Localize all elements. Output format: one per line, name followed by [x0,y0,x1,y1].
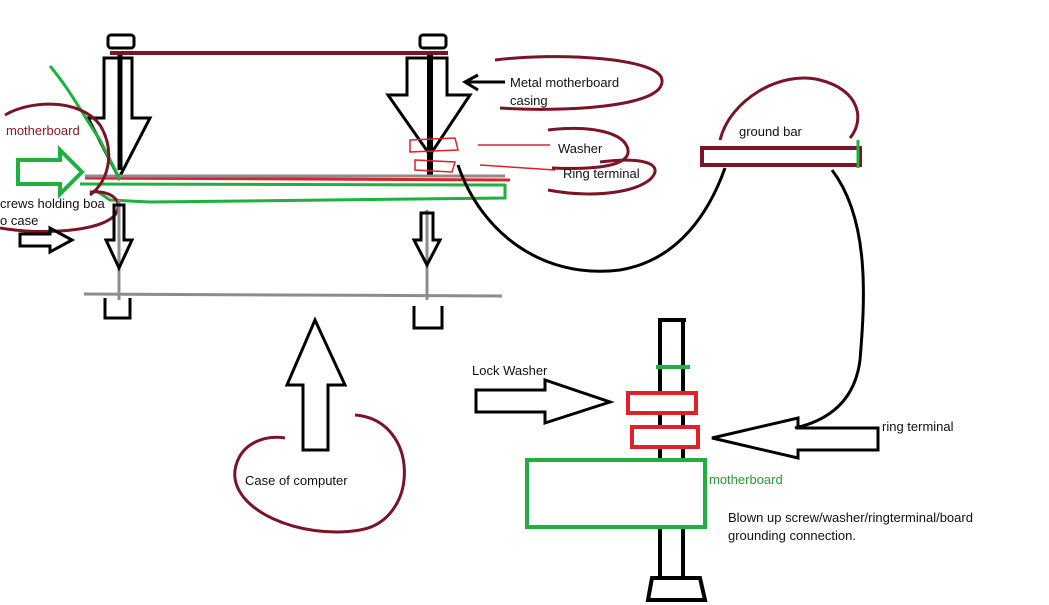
lower-arrow-left [103,203,135,272]
ring-terminal-top-label: Ring terminal [563,166,640,181]
down-arrow-left [85,56,153,182]
screw-head-left [106,33,136,50]
nut-left [103,298,132,320]
ring-pointer [479,164,556,171]
metal-casing-label-line2: casing [510,93,548,108]
ground-bar-bubble [718,76,860,141]
casing-pointer [461,73,505,92]
case-of-computer-label: Case of computer [245,473,348,488]
lock-washer-arrow [474,377,615,426]
motherboard-top-label: motherboard [6,123,80,138]
ring-terminal-part [630,425,700,449]
case-line [83,292,503,298]
down-arrow-right [385,56,473,158]
motherboard-block [525,458,707,529]
motherboard-bubble [4,102,111,197]
washer-scribble [409,137,459,173]
motherboard-arrow [16,145,85,199]
washer-label: Washer [558,141,603,156]
board-line-red [84,176,511,182]
screws-arrow [18,225,76,255]
green-scribble [48,65,122,181]
case-bubble [233,413,406,534]
board-outline-green [79,182,507,204]
blown-nut [645,576,708,602]
ground-wire-top [456,164,727,273]
nut-right [412,306,444,330]
motherboard-bottom-label: motherboard [709,472,783,487]
ground-bar-label: ground bar [739,124,802,139]
case-arrow [284,316,348,452]
blown-up-label-line1: Blown up screw/washer/ringterminal/board [728,510,973,525]
washer-top [626,391,698,415]
screws-label-line1: crews holding boa [0,196,105,211]
ring-bubble [547,158,657,196]
lock-washer-label: Lock Washer [472,363,548,378]
casing-bubble [494,55,664,111]
ground-wire-right [794,169,865,430]
washer-bubble [547,126,630,170]
screw-head-right [418,33,448,50]
screws-label-line2: o case [0,213,39,228]
metal-casing-label-line1: Metal motherboard [510,75,620,90]
ring-terminal-arrow [711,416,880,460]
ground-bar [700,146,862,167]
ring-terminal-bottom-label: ring terminal [882,419,954,434]
screws-bubble [0,190,120,234]
lower-arrow-right [411,211,443,269]
blown-up-label-line2: grounding connection. [728,528,856,543]
